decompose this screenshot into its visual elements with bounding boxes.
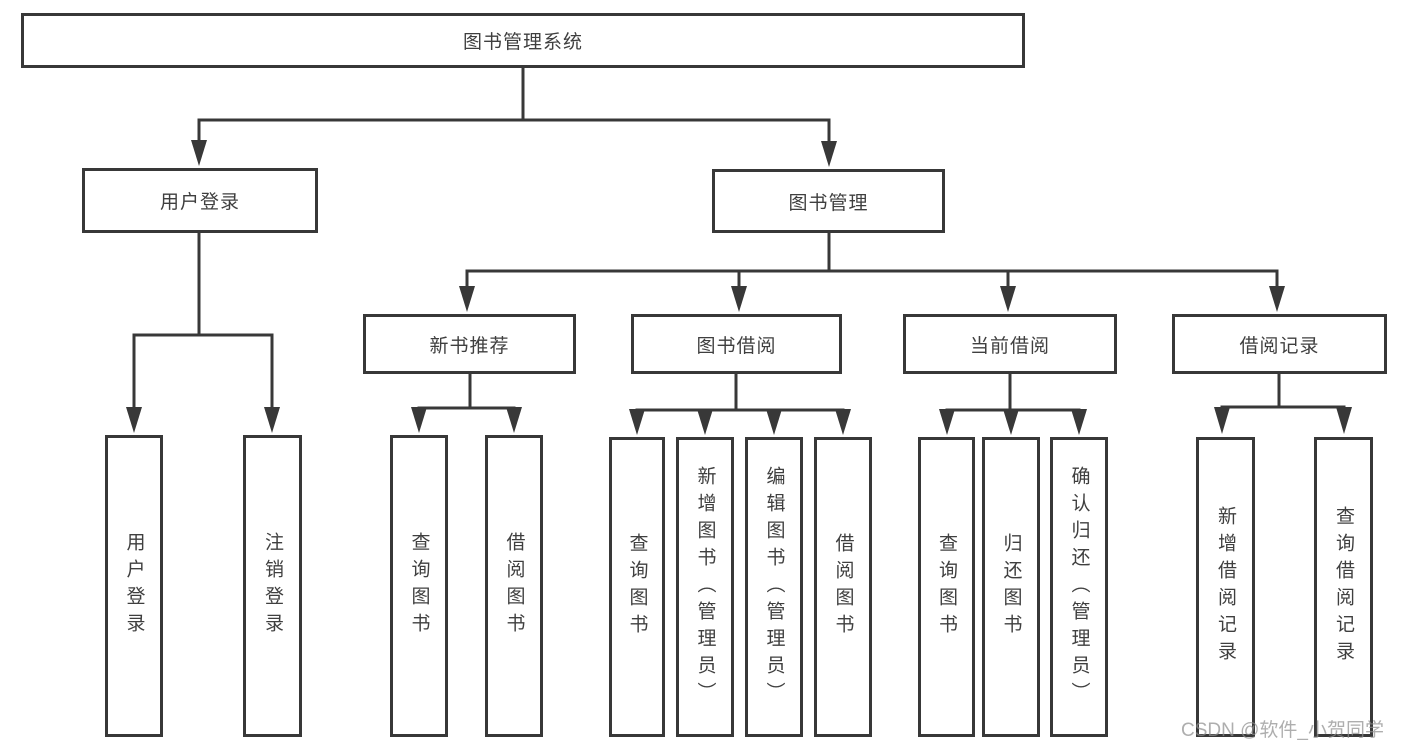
leaf-return-books-label: 归还图书	[1000, 533, 1022, 641]
leaf-query-books-recommend-label: 查询图书	[408, 532, 430, 640]
leaf-confirm-return-admin: 确认归还（管理员）	[1050, 437, 1108, 737]
node-borrowing-records-label: 借阅记录	[1239, 335, 1320, 357]
leaf-user-login: 用户登录	[105, 435, 163, 737]
leaf-add-borrow-record: 新增借阅记录	[1196, 437, 1255, 737]
node-book-borrowing: 图书借阅	[631, 314, 842, 374]
connector-user-login-children	[126, 233, 280, 433]
leaf-query-books-borrow: 查询图书	[609, 437, 665, 737]
leaf-query-books-current-label: 查询图书	[936, 533, 957, 641]
node-book-borrowing-label: 图书借阅	[696, 335, 777, 357]
leaf-query-borrow-record: 查询借阅记录	[1314, 437, 1373, 737]
leaf-borrow-books: 借阅图书	[814, 437, 872, 737]
node-new-book-recommend: 新书推荐	[363, 314, 576, 374]
leaf-logout: 注销登录	[243, 435, 302, 737]
leaf-query-borrow-record-label: 查询借阅记录	[1333, 506, 1354, 668]
node-user-login-label: 用户登录	[159, 192, 240, 213]
leaf-borrow-books-recommend: 借阅图书	[485, 435, 543, 737]
leaf-user-login-label: 用户登录	[123, 532, 145, 640]
connector-root-to-level2	[191, 68, 837, 167]
connector-new-book-children	[411, 374, 522, 433]
leaf-return-books: 归还图书	[982, 437, 1040, 737]
leaf-add-books-admin-label: 新增图书（管理员）	[694, 465, 716, 709]
connector-book-borrow-children	[629, 374, 851, 435]
node-book-management-label: 图书管理	[788, 192, 869, 214]
leaf-edit-books-admin-label: 编辑图书（管理员）	[763, 465, 785, 709]
connector-book-management-children	[459, 233, 1285, 312]
leaf-query-books-current: 查询图书	[918, 437, 975, 737]
node-user-login: 用户登录	[82, 168, 318, 233]
leaf-logout-label: 注销登录	[262, 532, 283, 640]
node-root-label: 图书管理系统	[462, 32, 583, 53]
leaf-borrow-books-recommend-label: 借阅图书	[503, 532, 525, 640]
leaf-query-books-borrow-label: 查询图书	[626, 533, 648, 641]
node-current-borrowing-label: 当前借阅	[969, 335, 1050, 357]
node-book-management: 图书管理	[712, 169, 945, 233]
leaf-query-books-recommend: 查询图书	[390, 435, 448, 737]
node-borrowing-records: 借阅记录	[1172, 314, 1387, 374]
leaf-confirm-return-admin-label: 确认归还（管理员）	[1068, 465, 1090, 709]
node-new-book-recommend-label: 新书推荐	[429, 335, 510, 357]
leaf-edit-books-admin: 编辑图书（管理员）	[745, 437, 803, 737]
leaf-add-borrow-record-label: 新增借阅记录	[1215, 506, 1236, 668]
leaf-add-books-admin: 新增图书（管理员）	[676, 437, 734, 737]
node-current-borrowing: 当前借阅	[903, 314, 1117, 374]
connector-current-borrow-children	[939, 374, 1087, 435]
connector-borrow-records-children	[1214, 374, 1352, 434]
csdn-watermark: CSDN @软件_小贺同学	[1181, 720, 1384, 741]
node-root: 图书管理系统	[21, 13, 1025, 68]
leaf-borrow-books-label: 借阅图书	[832, 533, 854, 641]
